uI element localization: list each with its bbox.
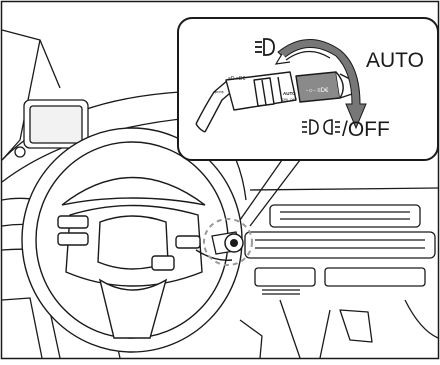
stalk-auto-label: AUTO	[283, 91, 296, 96]
headlight-icon	[255, 39, 274, 55]
label-auto: AUTO	[366, 49, 424, 72]
knob-symbols: -☼- ≡D€	[306, 88, 329, 94]
callout-box: ≡D ≡D€ ⇐⇨ AUTO DRL OFF -☼- ≡D€ AUTO	[178, 18, 438, 160]
stalk-drl-label: DRL OFF	[282, 98, 297, 102]
stalk-arrow-symbol: ⇐⇨	[214, 90, 224, 96]
stalk-knob-center	[230, 239, 238, 247]
stalk-location	[212, 232, 243, 254]
rotary-knob	[296, 72, 340, 102]
label-off: /OFF	[342, 118, 390, 141]
infotainment-screen	[24, 100, 88, 148]
stalk-top-symbols: ≡D ≡D€	[228, 76, 245, 82]
steering-wheel	[22, 128, 242, 352]
